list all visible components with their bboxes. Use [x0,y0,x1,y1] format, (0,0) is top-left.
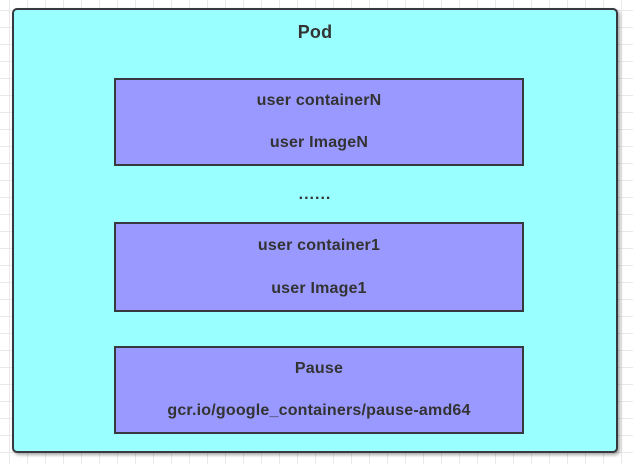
container-box-n: user containerN user ImageN [114,78,524,166]
pod-title: Pod [297,22,333,42]
pause-container-box: Pause gcr.io/google_containers/pause-amd… [114,346,524,434]
container-1-image: user Image1 [271,279,367,297]
pause-container-name: Pause [294,360,344,377]
container-box-1: user container1 user Image1 [114,222,524,312]
pod-box: Pod user containerN user ImageN ...... u… [12,8,618,453]
ellipsis-dots: ...... [298,186,332,203]
container-n-image: user ImageN [269,134,369,151]
container-n-name: user containerN [256,92,382,109]
container-1-name: user container1 [257,236,381,254]
pause-container-image: gcr.io/google_containers/pause-amd64 [167,402,471,419]
